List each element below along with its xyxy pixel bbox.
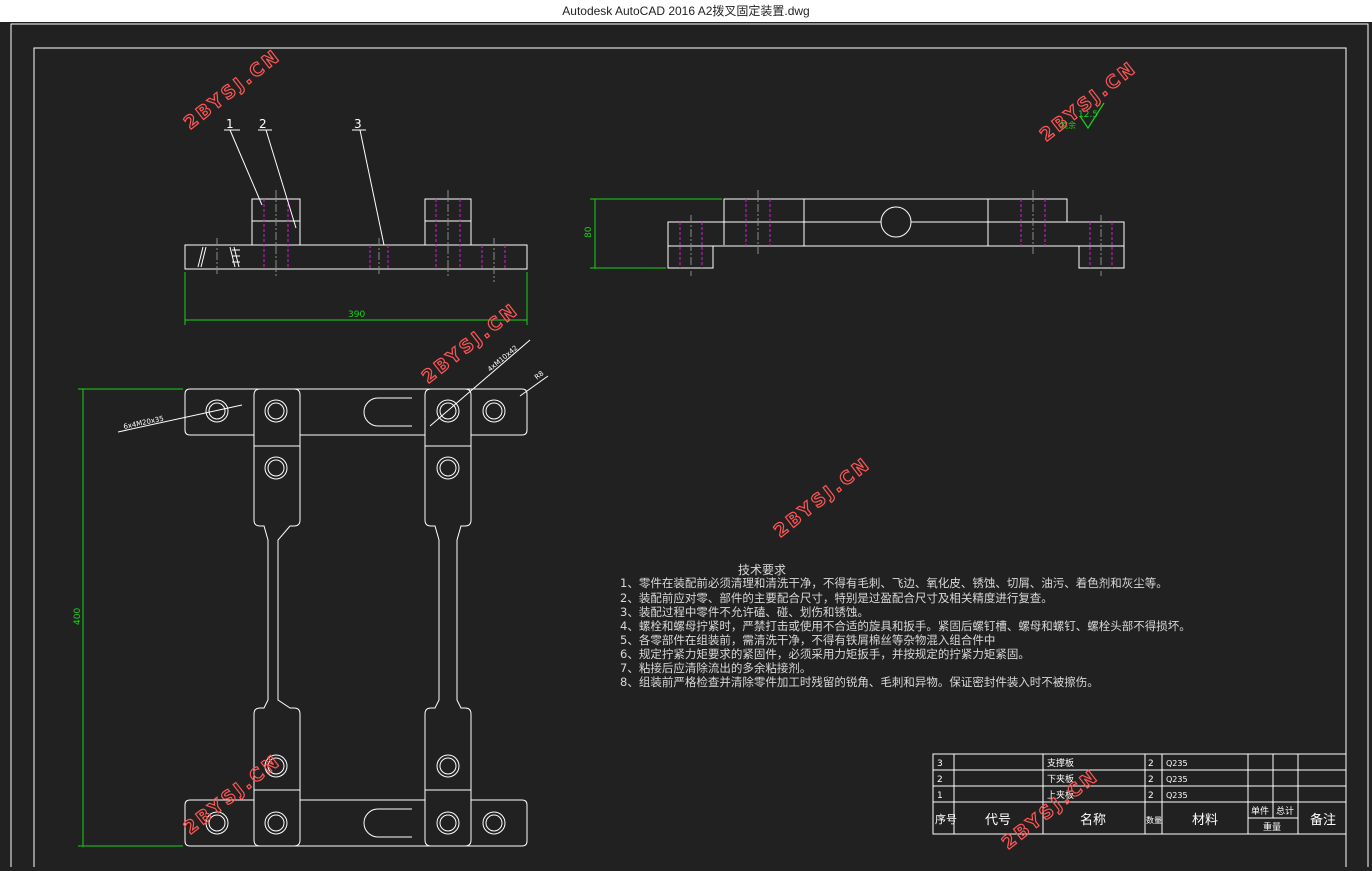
bom-table[interactable]: 3 支撑板 2 Q235 2 下夹板 2 Q235 1 上夹板 2 Q235 序… [932, 753, 1347, 835]
bom-row-no: 2 [937, 775, 943, 785]
section-hatch [197, 246, 240, 268]
tech-line-7: 7、粘接后应清除流出的多余粘接剂。 [620, 661, 811, 675]
outer-frame [10, 23, 1369, 871]
cad-drawing[interactable]: 1 2 3 390 80 1 2 [0, 22, 1372, 871]
bom-header-remark: 备注 [1310, 812, 1336, 828]
watermark-4: 2BYSJ.CN [770, 453, 875, 542]
dim-length: 390 [348, 310, 365, 320]
bom-header-material: 材料 [1192, 813, 1218, 828]
tech-requirements: 技术要求 1、零件在装配前必须清理和清洗干净，不得有毛刺、飞边、氧化皮、锈蚀、切… [620, 563, 1191, 689]
bom-header-total: 总计 [1276, 805, 1294, 817]
bom-header-code: 代号 [985, 813, 1011, 828]
tech-title: 技术要求 [738, 563, 786, 577]
bom-row: 3 支撑板 2 Q235 [937, 757, 1188, 769]
inner-frame [33, 47, 1347, 871]
balloon-2: 2 [259, 117, 267, 131]
bom-row-name: 支撑板 [1047, 757, 1074, 769]
bom-header-unit: 单件 [1251, 805, 1269, 817]
tech-line-6: 6、规定拧紧力矩要求的紧固件，必须采用力矩扳手，并按规定的拧紧力矩紧固。 [620, 647, 1030, 661]
front-view[interactable]: 1 2 3 390 [184, 117, 528, 325]
bom-row-name: 上夹板 [1047, 789, 1074, 801]
tech-line-3: 3、装配过程中零件不允许磕、碰、划伤和锈蚀。 [620, 605, 869, 619]
roughness-symbol: 12.5 其余 [1060, 102, 1105, 130]
roughness-value: 12.5 [1078, 110, 1098, 120]
bom-row-material: Q235 [1166, 775, 1188, 784]
dim-side-height: 80 [584, 226, 594, 238]
tech-line-2: 2、装配前应对零、部件的主要配合尺寸，特别是过盈配合尺寸及相关精度进行复查。 [620, 591, 1053, 605]
bom-row-material: Q235 [1166, 791, 1188, 800]
balloon-3: 3 [354, 117, 362, 131]
dim-plan-height: 400 [73, 608, 83, 625]
bom-header-qty: 数量 [1146, 815, 1162, 825]
bom-row-qty: 2 [1148, 791, 1154, 801]
bom-row: 1 上夹板 2 Q235 [937, 789, 1188, 801]
bom-header-weight: 重量 [1263, 821, 1281, 833]
bom-header-name: 名称 [1080, 812, 1106, 828]
bom-row-qty: 2 [1148, 775, 1154, 785]
tech-line-8: 8、组装前严格检查并清除零件加工时残留的锐角、毛刺和异物。保证密封件装入时不被擦… [620, 675, 1099, 689]
bom-header-no: 序号 [935, 812, 957, 826]
watermarks: 2BYSJ.CN 2BYSJ.CN 2BYSJ.CN 2BYSJ.CN 2BYS… [180, 45, 1142, 855]
bom-row-no: 1 [937, 791, 943, 801]
bom-row-material: Q235 [1166, 759, 1188, 768]
watermark-3: 2BYSJ.CN [418, 299, 523, 388]
bolt-holes [205, 399, 506, 835]
tech-line-4: 4、螺栓和螺母拧紧时，严禁打击或使用不合适的旋具和扳手。紧固后螺钉槽、螺母和螺钉… [620, 619, 1191, 633]
watermark-2: 2BYSJ.CN [1036, 57, 1141, 146]
balloon-1: 1 [226, 117, 234, 131]
angle-note: 4xM10x42 [486, 344, 519, 374]
bom-row-qty: 2 [1148, 759, 1154, 769]
bom-row: 2 下夹板 2 Q235 [937, 773, 1188, 785]
tech-line-1: 1、零件在装配前必须清理和清洗干净，不得有毛刺、飞边、氧化皮、锈蚀、切屑、油污、… [620, 576, 1168, 590]
side-view[interactable]: 80 [584, 190, 1125, 276]
plan-view[interactable]: 400 6x4M20x35 4xM10x42 R8 [73, 339, 549, 847]
window-title: Autodesk AutoCAD 2016 A2拨叉固定装置.dwg [0, 0, 1372, 22]
thread-note: 6x4M20x35 [123, 415, 165, 431]
roughness-label: 其余 [1060, 120, 1076, 130]
bom-row-name: 下夹板 [1047, 773, 1074, 785]
drawing-canvas[interactable]: 1 2 3 390 80 1 2 [0, 22, 1372, 871]
bom-row-no: 3 [937, 759, 943, 769]
tech-line-5: 5、各零部件在组装前，需清洗干净，不得有铁屑棉丝等杂物混入组合件中 [620, 633, 995, 647]
